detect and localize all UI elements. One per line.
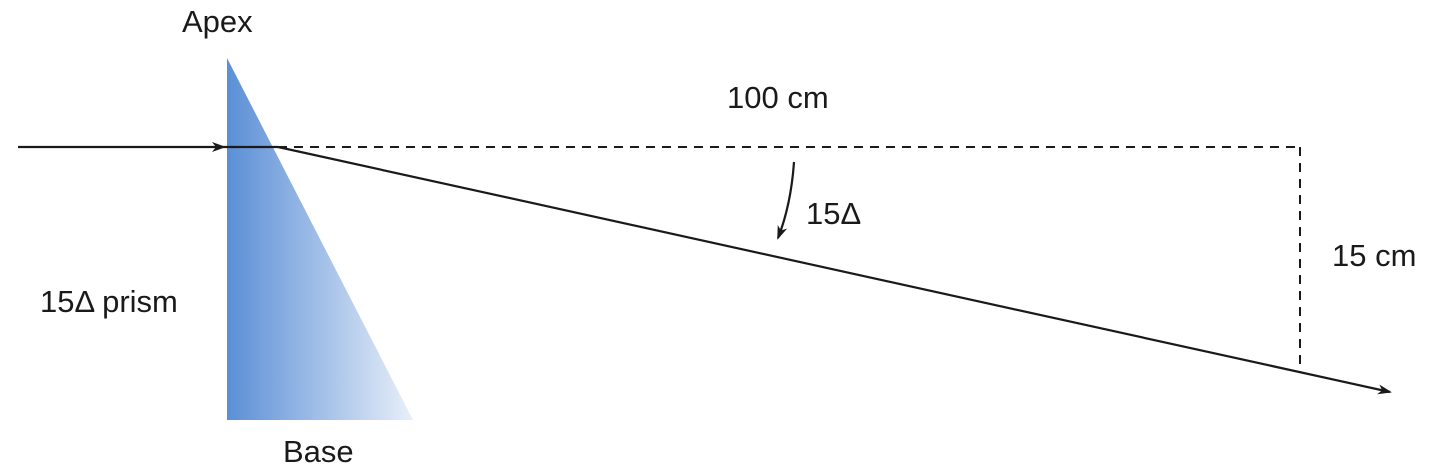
deviation-angle-label: 15Δ <box>806 196 862 231</box>
deviated-ray <box>277 145 1392 395</box>
deviation-angle-arrow <box>776 161 796 240</box>
base-label: Base <box>283 434 354 469</box>
apex-label: Apex <box>182 4 253 39</box>
distance-label: 100 cm <box>727 80 829 115</box>
prism-triangle <box>227 58 413 420</box>
displacement-label: 15 cm <box>1332 238 1417 273</box>
prism-label: 15Δ prism <box>40 284 178 319</box>
